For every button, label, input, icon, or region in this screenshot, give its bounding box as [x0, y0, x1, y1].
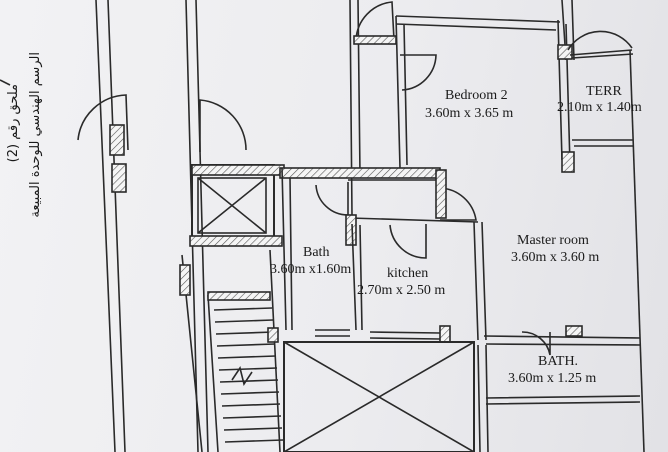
wall-segment	[439, 325, 451, 343]
kitchen-size: 2.70m x 2.50 m	[357, 283, 446, 298]
outer-wall-left	[95, 0, 126, 452]
corridor-walls	[348, 179, 479, 223]
wall-segment	[345, 214, 357, 246]
annotation-title: الرسم الهندسي للوحدة المبيعة	[28, 52, 43, 218]
bedroom2-name: Bedroom 2	[445, 88, 508, 103]
door-bedroom-swing	[400, 54, 437, 91]
door-bath-swing	[315, 182, 349, 216]
window-kitchen	[315, 329, 350, 337]
door-bath2-swing	[521, 331, 551, 356]
door-top-swing	[355, 1, 395, 41]
annotation-appendix: ملحق رقم (2)	[6, 84, 21, 163]
wall-segment	[191, 164, 285, 176]
door-left-swing	[77, 94, 129, 151]
bath-size: 3.60m x1.60m	[270, 262, 352, 277]
wall-segment	[435, 169, 447, 219]
master-size: 3.60m x 3.60 m	[511, 250, 600, 265]
bath2-size: 3.60m x 1.25 m	[508, 371, 597, 386]
elevator-car	[197, 177, 267, 234]
door-terr-swing	[567, 30, 633, 51]
bath-name: Bath	[303, 245, 330, 260]
door-kitchen-swing	[389, 224, 427, 259]
window-kitchen-2	[369, 331, 441, 340]
wall-far-right	[629, 49, 645, 452]
light-well	[283, 341, 475, 452]
wall-segment	[267, 327, 279, 343]
wall-bedroom-left	[395, 15, 408, 169]
wall-segment	[561, 151, 575, 173]
wall-mid	[281, 167, 293, 331]
shaft-wall	[185, 0, 209, 452]
terr-size: 2.10m x 1.40m	[557, 100, 642, 115]
wall-segment	[111, 163, 127, 193]
wall-segment	[207, 291, 271, 301]
stair-treads	[213, 307, 284, 443]
master-name: Master room	[517, 233, 589, 248]
door-left-swing-2	[199, 99, 247, 152]
wall-corridor-top	[349, 0, 361, 216]
kitchen-name: kitchen	[387, 266, 429, 281]
wall-segment	[353, 35, 397, 45]
wall-segment	[279, 167, 441, 179]
wall-bedroom-top	[395, 15, 561, 31]
wall-segment	[189, 235, 283, 247]
terr-parapet	[572, 139, 634, 147]
light-well-cross	[283, 341, 475, 452]
elevator-cross	[197, 177, 267, 234]
wall-segment	[565, 325, 583, 337]
bath2-name: BATH.	[538, 354, 579, 369]
bath2-left	[477, 344, 489, 452]
terr-name: TERR	[586, 84, 622, 99]
wall-segment	[179, 264, 191, 296]
wall-segment	[109, 124, 125, 156]
bedroom2-size: 3.60m x 3.65 m	[425, 106, 514, 121]
terr-wall	[569, 49, 634, 59]
break-line	[231, 366, 253, 386]
annotation-border	[0, 79, 11, 86]
kitchen-right-wall	[473, 221, 487, 341]
bath2-walls	[483, 335, 641, 346]
bath2-bottom	[485, 395, 641, 405]
kitchen-wall	[351, 223, 363, 331]
